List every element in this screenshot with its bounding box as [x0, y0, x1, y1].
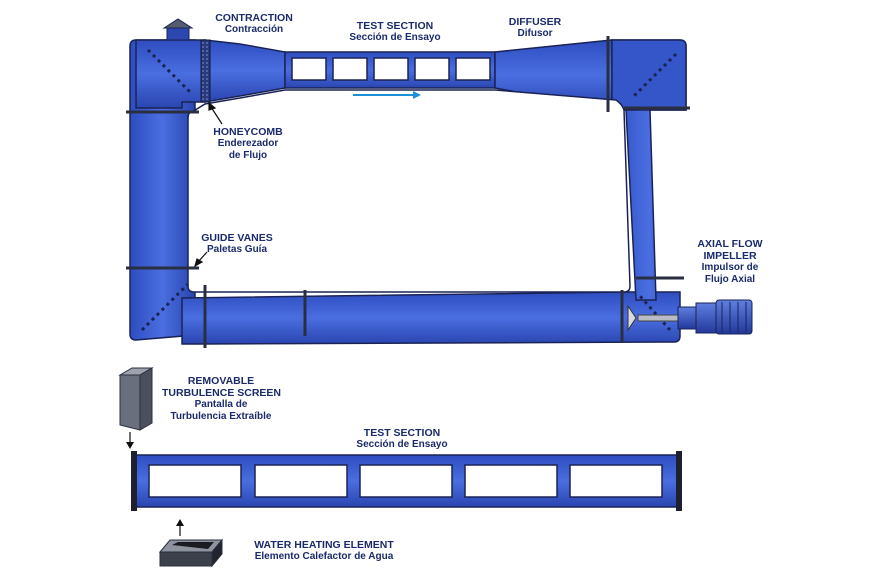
water-heating-title: WATER HEATING ELEMENT: [254, 539, 394, 551]
test-section-bottom-title: TEST SECTION: [363, 427, 441, 439]
honeycomb-title: HONEYCOMB: [213, 126, 283, 138]
water-heating-element: [158, 519, 224, 568]
contraction-title: CONTRACTION: [215, 12, 293, 24]
leader-arrows-top: [194, 101, 223, 268]
label-diffuser: DIFFUSER Difusor: [505, 16, 565, 40]
removable-turbulence-screen: [118, 367, 154, 449]
guide-vanes: [140, 48, 678, 332]
test-section-bottom-subtitle: Sección de Ensayo: [356, 439, 448, 450]
removable-screen-subtitle-1: Pantalla de: [194, 399, 248, 410]
flange-rings: [126, 36, 690, 348]
guide-vanes-subtitle: Paletas Guía: [206, 244, 268, 255]
test-section-bottom: [131, 451, 682, 511]
tunnel-loop: [129, 39, 687, 345]
axial-flow-title-1: AXIAL FLOW: [697, 238, 763, 250]
diffuser-subtitle: Difusor: [517, 28, 553, 39]
label-honeycomb: HONEYCOMB Enderezador de Flujo: [208, 126, 288, 162]
axial-impeller-motor: [627, 299, 753, 335]
axial-flow-subtitle-1: Impulsor de: [701, 262, 759, 273]
honeycomb-subtitle-2: de Flujo: [228, 150, 268, 161]
label-guide-vanes: GUIDE VANES Paletas Guía: [194, 232, 280, 256]
label-test-section-top: TEST SECTION Sección de Ensayo: [335, 20, 455, 44]
test-section-top-title: TEST SECTION: [356, 20, 434, 32]
label-water-heating-element: WATER HEATING ELEMENT Elemento Calefacto…: [240, 539, 408, 563]
test-section-top-subtitle: Sección de Ensayo: [349, 32, 441, 43]
contraction-subtitle: Contracción: [224, 24, 284, 35]
label-removable-screen: REMOVABLE TURBULENCE SCREEN Pantalla de …: [162, 375, 282, 423]
axial-flow-title-2: IMPELLER: [703, 250, 757, 262]
removable-screen-subtitle-2: Turbulencia Extraíble: [170, 411, 272, 422]
label-axial-flow-impeller: AXIAL FLOW IMPELLER Impulsor de Flujo Ax…: [692, 238, 768, 286]
honeycomb-screen: [200, 39, 211, 103]
axial-flow-subtitle-2: Flujo Axial: [704, 274, 756, 285]
flow-arrow: [353, 91, 421, 99]
removable-screen-title-1: REMOVABLE: [187, 375, 255, 387]
water-heating-subtitle: Elemento Calefactor de Agua: [254, 551, 394, 562]
diffuser-title: DIFFUSER: [508, 16, 562, 28]
top-vent: [162, 18, 194, 41]
test-section-windows-top: [291, 57, 491, 81]
removable-screen-title-2: TURBULENCE SCREEN: [162, 387, 282, 399]
label-contraction: CONTRACTION Contracción: [206, 12, 302, 36]
label-test-section-bottom: TEST SECTION Sección de Ensayo: [342, 427, 462, 451]
honeycomb-subtitle-1: Enderezador: [217, 138, 279, 149]
guide-vanes-title: GUIDE VANES: [201, 232, 273, 244]
